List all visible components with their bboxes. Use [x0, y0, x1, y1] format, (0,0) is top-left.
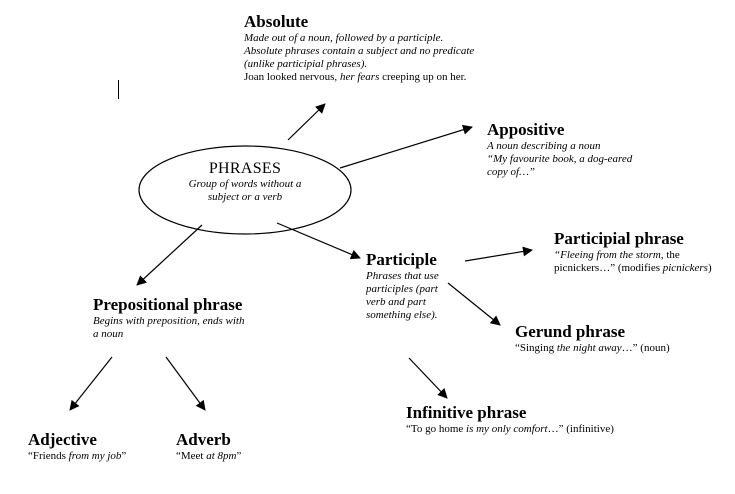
gerund-example-pre: “Singing	[515, 342, 557, 354]
arrow-to-infinitive	[408, 357, 448, 399]
infinitive-example-post: …” (infinitive)	[547, 423, 614, 435]
prepositional-desc-line1: Begins with preposition, ends with	[93, 315, 245, 327]
absolute-desc-line1: Made out of a noun, followed by a partic…	[244, 32, 444, 44]
gerund-example-em: the night away	[556, 342, 622, 354]
absolute-desc-line2: Absolute phrases contain a subject and n…	[244, 45, 475, 57]
phrases-desc-line1: Group of words without a	[188, 178, 302, 190]
node-phrases: PHRASES Group of words without a subject…	[138, 145, 352, 235]
gerund-example: “Singing the night away…” (noun)	[515, 342, 670, 355]
adverb-example-post: ”	[236, 450, 242, 462]
participle-desc-line3: verb and part	[366, 296, 426, 308]
node-gerund: Gerund phrase “Singing the night away…” …	[515, 322, 670, 355]
node-participle: Participle Phrases that use participles …	[366, 250, 439, 322]
participial-example-line2-text: picnickers…” (modifies	[554, 262, 663, 274]
participle-desc-line2: participles (part	[366, 283, 438, 295]
adverb-example: “Meet at 8pm”	[176, 450, 241, 463]
participial-example-line1: “Fleeing from the storm, the	[554, 249, 712, 262]
adverb-example-em: at 8pm	[206, 450, 237, 462]
phrases-ellipse	[138, 145, 352, 235]
adjective-example-post: ”	[121, 450, 127, 462]
absolute-example: Joan looked nervous, her fears creeping …	[244, 71, 474, 84]
infinitive-title: Infinitive phrase	[406, 403, 527, 422]
absolute-example-em: her fears	[339, 71, 380, 83]
participial-example-line2: picnickers…” (modifies picnickers)	[554, 262, 712, 275]
infinitive-example: “To go home is my only comfort…” (infini…	[406, 423, 614, 436]
participial-title: Participial phrase	[554, 229, 684, 248]
phrases-desc-line2: subject or a verb	[207, 191, 283, 203]
arrow-to-appositive	[339, 124, 473, 169]
absolute-example-post: creeping up on her.	[379, 71, 467, 83]
adjective-title: Adjective	[28, 430, 97, 449]
adjective-example-pre: “Friends	[28, 450, 69, 462]
gerund-example-post: …” (noun)	[621, 342, 670, 354]
node-appositive: Appositive A noun describing a noun “My …	[487, 120, 632, 179]
arrow-to-gerund	[447, 282, 501, 326]
participle-desc-line4: something else).	[366, 309, 438, 321]
infinitive-example-pre: “To go home	[406, 423, 467, 435]
participle-desc-line1: Phrases that use	[366, 270, 439, 282]
absolute-desc-line3: (unlike participial phrases).	[244, 58, 368, 70]
participial-example-em: “Fleeing from the storm	[554, 249, 661, 261]
appositive-desc-line1: A noun describing a noun	[487, 140, 601, 152]
participial-example-post: , the	[660, 249, 680, 261]
text-cursor	[118, 80, 119, 99]
prepositional-desc-line2: a noun	[93, 328, 124, 340]
appositive-desc-line3: copy of…”	[487, 166, 535, 178]
adverb-title: Adverb	[176, 430, 231, 449]
node-infinitive: Infinitive phrase “To go home is my only…	[406, 403, 614, 436]
arrow-to-adjective	[69, 356, 113, 411]
node-adverb: Adverb “Meet at 8pm”	[176, 430, 241, 463]
infinitive-example-em: is my only comfort	[466, 423, 548, 435]
arrow-to-participial	[464, 246, 533, 262]
node-prepositional: Prepositional phrase Begins with preposi…	[93, 295, 244, 341]
gerund-title: Gerund phrase	[515, 322, 626, 341]
appositive-desc-line2: “My favourite book, a dog-eared	[487, 153, 633, 165]
prepositional-title: Prepositional phrase	[93, 295, 243, 314]
node-participial: Participial phrase “Fleeing from the sto…	[554, 229, 712, 275]
arrow-to-adverb	[165, 356, 206, 411]
node-absolute: Absolute Made out of a noun, followed by…	[244, 12, 474, 84]
adverb-example-pre: “Meet	[176, 450, 207, 462]
appositive-title: Appositive	[487, 120, 565, 139]
adjective-example-em: from my job	[68, 450, 122, 462]
arrow-to-prepositional	[136, 224, 203, 286]
adjective-example: “Friends from my job”	[28, 450, 126, 463]
arrow-to-participle	[276, 222, 361, 260]
participle-title: Participle	[366, 250, 437, 269]
arrow-to-absolute	[287, 103, 326, 141]
participial-example-line2-em: picnickers	[662, 262, 708, 274]
participial-example-line2-end: )	[707, 262, 712, 274]
absolute-title: Absolute	[244, 12, 309, 31]
node-adjective: Adjective “Friends from my job”	[28, 430, 126, 463]
absolute-example-pre: Joan looked nervous,	[244, 71, 340, 83]
phrases-title: PHRASES	[208, 160, 282, 177]
